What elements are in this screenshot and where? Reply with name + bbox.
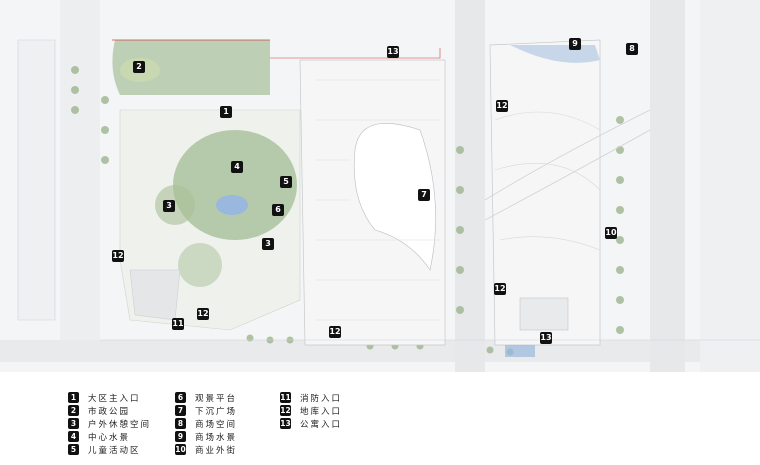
marker-rest-space-west: 3 <box>163 200 175 212</box>
marker-mall-space: 8 <box>626 43 638 55</box>
central-water-feature <box>216 195 248 215</box>
legend-label: 商场空间 <box>195 419 238 430</box>
legend-number: 7 <box>175 405 186 416</box>
marker-children-area: 5 <box>280 176 292 188</box>
marker-apartment-entrance-south: 13 <box>540 332 552 344</box>
central-road <box>455 0 485 372</box>
legend-number: 1 <box>68 392 79 403</box>
legend-label: 市政公园 <box>88 406 131 417</box>
central-garden <box>173 130 297 240</box>
east-road <box>650 0 685 372</box>
marker-garage-entrance-east: 12 <box>496 100 508 112</box>
marker-central-water: 4 <box>231 161 243 173</box>
marker-garage-entrance-mall: 12 <box>329 326 341 338</box>
legend-label: 公寓入口 <box>300 419 343 430</box>
legend-number: 4 <box>68 431 79 442</box>
legend-number: 5 <box>68 444 79 455</box>
legend-item: 12 地库入口 <box>280 400 342 417</box>
marker-fire-entrance: 11 <box>172 318 184 330</box>
legend-number: 11 <box>280 392 291 403</box>
marker-municipal-park: 2 <box>133 61 145 73</box>
legend-item: 8 商场空间 <box>175 413 237 430</box>
rest-area-west <box>155 185 195 225</box>
legend-item: 11 消防入口 <box>280 387 342 404</box>
curved-road-1 <box>484 109 651 201</box>
marker-viewing-deck: 6 <box>272 204 284 216</box>
legend-item: 5 儿童活动区 <box>68 439 141 456</box>
legend-label: 中心水景 <box>88 432 131 443</box>
west-building <box>17 39 56 321</box>
municipal-park <box>112 40 270 95</box>
marker-garage-entrance-southeast: 12 <box>494 283 506 295</box>
legend-item: 13 公寓入口 <box>280 413 342 430</box>
marker-commercial-street: 10 <box>605 227 617 239</box>
site-boundary-line-2 <box>270 48 441 59</box>
legend-number: 3 <box>68 418 79 429</box>
east-block <box>700 0 760 372</box>
legend-number: 2 <box>68 405 79 416</box>
plaza-south <box>178 243 222 287</box>
legend-number: 8 <box>175 418 186 429</box>
apartment-water <box>505 345 535 357</box>
legend-label: 地库入口 <box>300 406 343 417</box>
marker-garage-entrance-west: 12 <box>112 250 124 262</box>
legend-label: 消防入口 <box>300 393 343 404</box>
legend-number: 6 <box>175 392 186 403</box>
sunken-plaza <box>353 123 436 271</box>
marker-sunken-plaza: 7 <box>418 189 430 201</box>
legend-label: 户外休憩空间 <box>88 419 152 430</box>
mall-grid-east <box>494 111 601 251</box>
mall-grid-west <box>315 79 440 321</box>
legend-item: 7 下沉广场 <box>175 400 237 417</box>
legend-number: 12 <box>280 405 291 416</box>
marker-apartment-entrance-north: 13 <box>387 46 399 58</box>
legend-item: 4 中心水景 <box>68 426 130 443</box>
west-road <box>60 0 100 340</box>
building-southwest <box>129 269 181 321</box>
legend-label: 观景平台 <box>195 393 238 404</box>
legend-item: 1 大区主入口 <box>68 387 141 404</box>
south-road <box>0 340 760 362</box>
legend-label: 儿童活动区 <box>88 445 141 456</box>
legend-label: 商业外街 <box>195 445 238 456</box>
legend-item: 10 商业外街 <box>175 439 237 456</box>
apartment-tower <box>519 297 569 331</box>
marker-mall-water: 9 <box>569 38 581 50</box>
legend-item: 2 市政公园 <box>68 400 130 417</box>
legend-number: 13 <box>280 418 291 429</box>
legend-number: 10 <box>175 444 186 455</box>
legend-number: 9 <box>175 431 186 442</box>
legend-label: 下沉广场 <box>195 406 238 417</box>
legend-item: 3 户外休憩空间 <box>68 413 151 430</box>
legend-item: 6 观景平台 <box>175 387 237 404</box>
legend-label: 商场水景 <box>195 432 238 443</box>
marker-main-entrance: 1 <box>220 106 232 118</box>
curved-road-2 <box>484 129 651 221</box>
mall-building-east <box>489 39 601 346</box>
marker-garage-entrance-south: 12 <box>197 308 209 320</box>
legend-label: 大区主入口 <box>88 393 141 404</box>
marker-rest-space-east: 3 <box>262 238 274 250</box>
legend-item: 9 商场水景 <box>175 426 237 443</box>
